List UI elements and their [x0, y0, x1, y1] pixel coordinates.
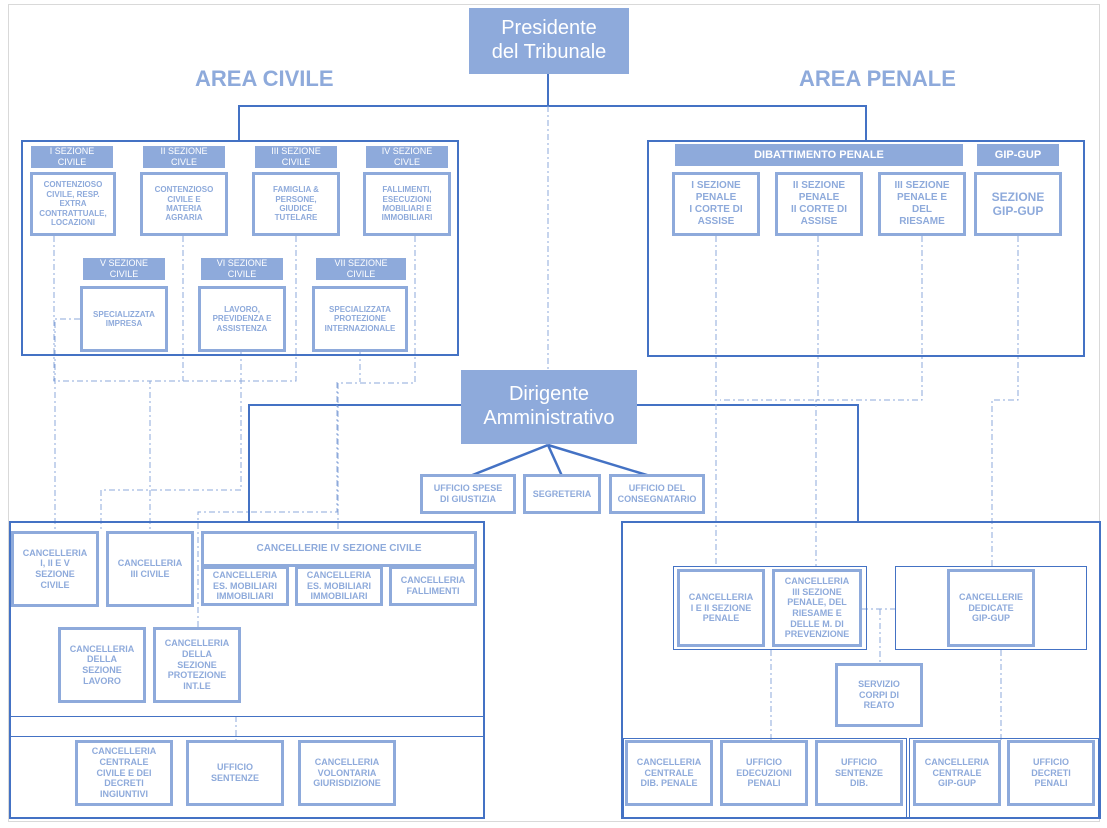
- civile-cancellerie-frame: [9, 521, 485, 819]
- ufficio-sentenze: UFFICIO SENTENZE: [186, 740, 284, 806]
- civile-section-2-body: CONTENZIOSO CIVILE E MATERIA AGRARIA: [140, 172, 228, 236]
- dashed-protezione: [197, 382, 338, 627]
- page-frame: [8, 4, 1100, 822]
- penale-sections-frame: [647, 140, 1085, 357]
- president-box: Presidente del Tribunale: [469, 8, 629, 74]
- cancelleria-volontaria: CANCELLERIA VOLONTARIA GIURISDIZIONE: [298, 740, 396, 806]
- ufficio-consegnatario: UFFICIO DEL CONSEGNATARIO: [609, 474, 705, 514]
- civile-section-6-body: LAVORO, PREVIDENZA E ASSISTENZA: [198, 286, 286, 352]
- segreteria: SEGRETERIA: [523, 474, 601, 514]
- civile-section-7-head: VII SEZIONE CIVILE: [315, 257, 407, 281]
- dashed-iv-section: [337, 236, 416, 531]
- civile-section-5-body: SPECIALIZZATA IMPRESA: [80, 286, 168, 352]
- civile-section-5-head: V SEZIONE CIVILE: [82, 257, 166, 281]
- ufficio-sentenze-dib: UFFICIO SENTENZE DIB.: [815, 740, 903, 806]
- dashed-vi-section: [100, 350, 242, 531]
- president-connector: [238, 74, 867, 140]
- cancelleria-sezione-lavoro: CANCELLERIA DELLA SEZIONE LAVORO: [58, 627, 146, 703]
- cancelleria-iii-penale: CANCELLERIA III SEZIONE PENALE, DEL RIES…: [772, 569, 862, 647]
- gip-gup-head: GIP-GUP: [976, 143, 1060, 167]
- cancelleria-i-ii-v: CANCELLERIA I, II E V SEZIONE CIVILE: [11, 531, 99, 607]
- ufficio-decreti-penali: UFFICIO DECRETI PENALI: [1007, 740, 1095, 806]
- civile-section-1-body: CONTENZIOSO CIVILE, RESP. EXTRA CONTRATT…: [30, 172, 116, 236]
- cancellerie-iv-head: CANCELLERIE IV SEZIONE CIVILE: [201, 531, 477, 567]
- penale-bottom-left-frame: [623, 738, 907, 818]
- civile-section-3-head: III SEZIONE CIVILE: [254, 145, 338, 169]
- dashed-pen-3: [815, 236, 923, 567]
- ufficio-esecuzioni-penali: UFFICIO EDECUZIONI PENALI: [720, 740, 808, 806]
- cancelleria-i-ii-penale: CANCELLERIA I E II SEZIONE PENALE: [677, 569, 765, 647]
- civile-section-1-head: I SEZIONE CIVILE: [30, 145, 114, 169]
- dibattimento-penale-head: DIBATTIMENTO PENALE: [674, 143, 964, 167]
- civile-cancellerie-divider-2: [10, 736, 484, 737]
- civile-cancellerie-divider-1: [10, 716, 484, 717]
- area-penale-title: AREA PENALE: [799, 66, 956, 91]
- cancelleria-es-mob-2: CANCELLERIA ES. MOBILIARI IMMOBILIARI: [295, 566, 383, 606]
- civile-section-4-body: FALLIMENTI, ESECUZIONI MOBILIARI E IMMOB…: [363, 172, 451, 236]
- servizio-corpi-reato: SERVIZIO CORPI DI REATO: [835, 663, 923, 727]
- cancellerie-dedicate-gip: CANCELLERIE DEDICATE GIP-GUP: [947, 569, 1035, 647]
- cancelleria-fallimenti: CANCELLERIA FALLIMENTI: [389, 566, 477, 606]
- civile-section-7-body: SPECIALIZZATA PROTEZIONE INTERNAZIONALE: [312, 286, 408, 352]
- penale-gip-group-frame: [895, 566, 1087, 650]
- dirigente-box: Dirigente Amministrativo: [461, 370, 637, 444]
- civile-sections-frame: [21, 140, 459, 356]
- penale-section-3: III SEZIONE PENALE E DEL RIESAME: [878, 172, 966, 236]
- penale-section-1: I SEZIONE PENALE I CORTE DI ASSISE: [672, 172, 760, 236]
- civile-section-4-head: IV SEZIONE CIVLE: [365, 145, 449, 169]
- gip-gup-section: SEZIONE GIP-GUP: [974, 172, 1062, 236]
- dirigente-offices-connector: [469, 443, 651, 478]
- civile-section-6-head: VI SEZIONE CIVILE: [200, 257, 284, 281]
- penale-cancellerie-frame: [621, 521, 1101, 819]
- ufficio-spese-giustizia: UFFICIO SPESE DI GIUSTIZIA: [420, 474, 516, 514]
- civile-section-2-head: II SEZIONE CIVLE: [142, 145, 226, 169]
- civile-section-3-body: FAMIGLIA & PERSONE, GIUDICE TUTELARE: [252, 172, 340, 236]
- cancelleria-iii-civile: CANCELLERIA III CIVILE: [106, 531, 194, 607]
- penale-section-2: II SEZIONE PENALE II CORTE DI ASSISE: [775, 172, 863, 236]
- cancelleria-centrale-gip: CANCELLERIA CENTRALE GIP-GUP: [913, 740, 1001, 806]
- dashed-corpi: [862, 608, 895, 663]
- dashed-i-section: [53, 236, 151, 531]
- penale-dib-group-frame: [673, 566, 867, 650]
- cancelleria-centrale-civile: CANCELLERIA CENTRALE CIVILE E DEI DECRET…: [75, 740, 173, 806]
- penale-bottom-right-frame: [909, 738, 1099, 818]
- cancelleria-es-mob-1: CANCELLERIA ES. MOBILIARI IMMOBILIARI: [201, 566, 289, 606]
- dashed-gip: [991, 236, 1019, 567]
- cancelleria-protezione: CANCELLERIA DELLA SEZIONE PROTEZIONE INT…: [153, 627, 241, 703]
- dashed-v-to-c1: [54, 318, 80, 531]
- area-civile-title: AREA CIVILE: [195, 66, 334, 91]
- dashed-iii-section: [150, 236, 297, 382]
- cancelleria-centrale-dib: CANCELLERIA CENTRALE DIB. PENALE: [625, 740, 713, 806]
